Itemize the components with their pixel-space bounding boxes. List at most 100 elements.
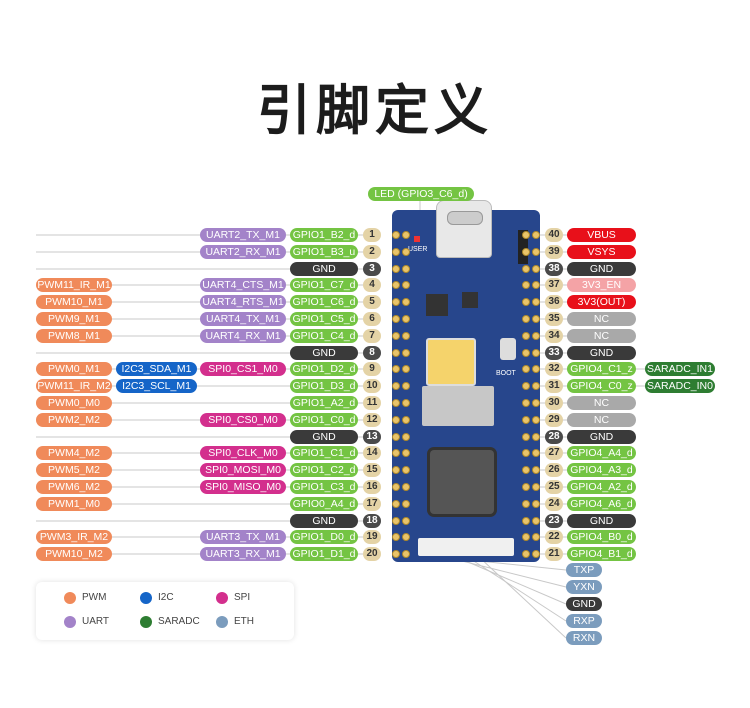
pin-number: 29 — [545, 413, 563, 427]
pin-label: NC — [567, 396, 636, 410]
pin-number: 33 — [545, 346, 563, 360]
pin-hole — [522, 433, 530, 441]
legend-swatch — [216, 592, 228, 604]
pin-hole — [532, 517, 540, 525]
pin-hole — [532, 382, 540, 390]
legend-swatch — [140, 592, 152, 604]
pin-hole — [532, 399, 540, 407]
pin-number: 8 — [363, 346, 381, 360]
legend-swatch — [64, 592, 76, 604]
pin-number: 23 — [545, 514, 563, 528]
pin-number: 24 — [545, 497, 563, 511]
legend-label: ETH — [234, 616, 254, 627]
legend-label: PWM — [82, 592, 107, 603]
pin-hole — [532, 449, 540, 457]
pin-hole — [402, 382, 410, 390]
function-label: SPI0_CS0_M0 — [200, 413, 286, 427]
pin-number: 35 — [545, 312, 563, 326]
pin-hole — [522, 517, 530, 525]
led-indicator — [414, 236, 420, 242]
ribbon-connector — [418, 538, 514, 556]
pin-number: 6 — [363, 312, 381, 326]
pin-hole — [402, 315, 410, 323]
pin-hole — [522, 500, 530, 508]
pin-hole — [392, 550, 400, 558]
pin-label: GPIO4_C1_z — [567, 362, 636, 376]
pin-hole — [522, 416, 530, 424]
pin-number: 7 — [363, 329, 381, 343]
pin-hole — [392, 466, 400, 474]
gpio-label: GPIO1_C0_d — [290, 413, 358, 427]
pin-hole — [392, 281, 400, 289]
function-label: PWM10_M1 — [36, 295, 112, 309]
pin-hole — [532, 248, 540, 256]
pin-hole — [522, 483, 530, 491]
pin-hole — [532, 349, 540, 357]
function-label: I2C3_SDA_M1 — [116, 362, 197, 376]
pin-number: 32 — [545, 362, 563, 376]
pin-number: 20 — [363, 547, 381, 561]
gpio-label: GPIO1_D0_d — [290, 530, 358, 544]
legend-label: SPI — [234, 592, 251, 603]
pin-number: 34 — [545, 329, 563, 343]
pin-hole — [392, 399, 400, 407]
gpio-label: GPIO1_C2_d — [290, 463, 358, 477]
function-label: SPI0_MOSI_M0 — [200, 463, 286, 477]
function-label: PWM1_M0 — [36, 497, 112, 511]
pin-number: 22 — [545, 530, 563, 544]
pin-number: 17 — [363, 497, 381, 511]
pin-hole — [402, 399, 410, 407]
pin-hole — [532, 500, 540, 508]
pin-label: GND — [567, 262, 636, 276]
function-label: UART4_RTS_M1 — [200, 295, 286, 309]
boot-button — [500, 338, 516, 360]
pin-number: 28 — [545, 430, 563, 444]
eth-pin-label: TXP — [566, 563, 602, 577]
pin-hole — [402, 416, 410, 424]
pin-number: 18 — [363, 514, 381, 528]
pin-hole — [392, 533, 400, 541]
pin-hole — [522, 315, 530, 323]
pin-label: GPIO4_A2_d — [567, 480, 636, 494]
pin-hole — [392, 449, 400, 457]
pin-hole — [522, 265, 530, 273]
pin-hole — [522, 382, 530, 390]
pin-number: 31 — [545, 379, 563, 393]
pin-hole — [522, 248, 530, 256]
pin-hole — [402, 433, 410, 441]
soc-chip — [430, 450, 494, 514]
boot-label: BOOT — [496, 370, 516, 377]
eth-pin-label: RXN — [566, 631, 602, 645]
board: USER BOOT — [392, 200, 540, 562]
function-label: PWM0_M1 — [36, 362, 112, 376]
pin-hole — [392, 265, 400, 273]
function-label: PWM3_IR_M2 — [36, 530, 112, 544]
pin-hole — [532, 466, 540, 474]
pin-label: GND — [567, 346, 636, 360]
pin-label: 3V3(OUT) — [567, 295, 636, 309]
function-label: PWM11_IR_M2 — [36, 379, 112, 393]
page-title: 引脚定义 — [257, 79, 493, 142]
small-chip — [426, 294, 448, 316]
pin-hole — [402, 298, 410, 306]
pin-hole — [532, 231, 540, 239]
eth-pin-label: RXP — [566, 614, 602, 628]
pin-label: GPIO4_A3_d — [567, 463, 636, 477]
gpio-label: GPIO1_D3_d — [290, 379, 358, 393]
pin-hole — [522, 298, 530, 306]
function-label: PWM6_M2 — [36, 480, 112, 494]
pin-label: GPIO4_A6_d — [567, 497, 636, 511]
pin-label: GPIO4_B0_d — [567, 530, 636, 544]
function-label: PWM2_M2 — [36, 413, 112, 427]
function-label: UART4_TX_M1 — [200, 312, 286, 326]
pin-hole — [522, 466, 530, 474]
pin-hole — [532, 433, 540, 441]
pin-number: 19 — [363, 530, 381, 544]
pin-label: VSYS — [567, 245, 636, 259]
pin-hole — [522, 399, 530, 407]
pin-hole — [532, 416, 540, 424]
pin-hole — [402, 332, 410, 340]
function-label: UART2_TX_M1 — [200, 228, 286, 242]
pin-number: 27 — [545, 446, 563, 460]
pin-number: 4 — [363, 278, 381, 292]
